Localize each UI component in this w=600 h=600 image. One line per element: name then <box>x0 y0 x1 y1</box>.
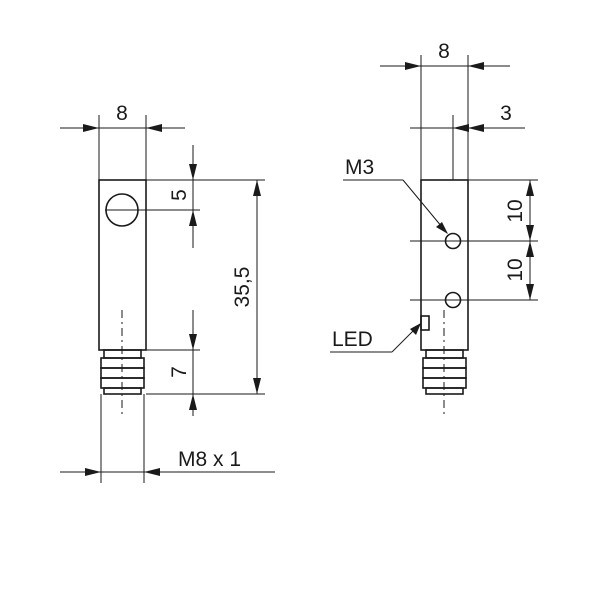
right-offset-label: 3 <box>500 102 512 125</box>
left-thread-dimension: M8 x 1 <box>60 394 275 483</box>
left-thread-label: M8 x 1 <box>178 448 241 471</box>
right-hole-spacing-lower-label: 10 <box>504 258 527 281</box>
left-hole-offset-label: 5 <box>168 189 191 201</box>
left-thread-length-dimension: 7 <box>146 310 200 416</box>
right-m3-leader: M3 <box>343 156 448 234</box>
left-view: 8 5 35,5 7 <box>60 102 275 483</box>
left-width-dimension: 8 <box>60 102 185 180</box>
left-width-label: 8 <box>116 102 128 125</box>
left-length-dimension: 35,5 <box>146 179 265 395</box>
right-led-label: LED <box>332 328 373 351</box>
left-thread-length-label: 7 <box>168 366 191 378</box>
right-view: 8 3 10 10 M3 <box>330 40 538 415</box>
right-hole-spacing-upper-label: 10 <box>504 199 527 222</box>
right-led-window <box>420 315 430 331</box>
right-led-leader: LED <box>330 323 421 353</box>
right-width-dimension: 8 <box>380 40 510 180</box>
left-hole-offset-dimension: 5 <box>105 145 200 248</box>
right-hole-spacing-dimension: 10 10 <box>410 179 538 301</box>
right-sensor-body <box>420 179 469 351</box>
left-length-label: 35,5 <box>231 267 254 308</box>
right-width-label: 8 <box>438 40 450 63</box>
right-offset-dimension: 3 <box>410 102 525 180</box>
right-m3-label: M3 <box>345 156 374 179</box>
